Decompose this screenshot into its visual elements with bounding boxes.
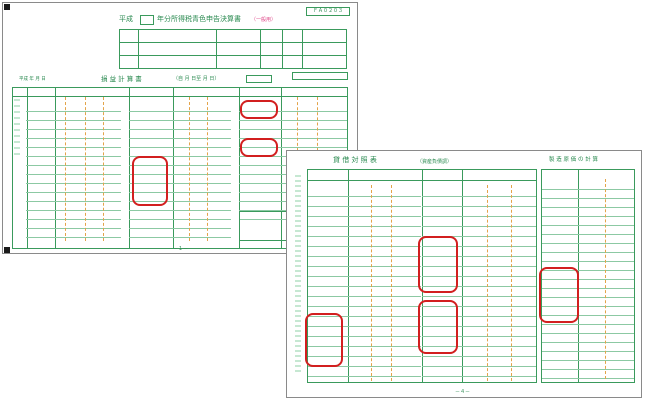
side-label-column (14, 99, 20, 159)
header-info-table (119, 29, 347, 69)
highlight-box (539, 267, 579, 323)
income-statement-period: （自 月 日至 月 日） (173, 76, 220, 82)
side-note-column (295, 175, 301, 375)
sheet1-title-prefix: 平成 (119, 15, 133, 23)
registration-mark (4, 247, 10, 253)
balance-sheet-sheet: 貸 借 対 照 表 （資産負債調） 製 造 原 価 の 計 算 －４－ (286, 150, 642, 398)
cost-calc-title: 製 造 原 価 の 計 算 (549, 157, 598, 163)
year-box[interactable] (140, 15, 154, 25)
field-box[interactable] (246, 75, 272, 83)
field-box[interactable] (292, 72, 348, 80)
left-rows (26, 103, 121, 243)
cost-rows (542, 181, 634, 381)
balance-rows-left (308, 187, 421, 381)
highlight-box (132, 156, 168, 206)
balance-rows-right (422, 187, 536, 381)
sheet1-title-main: 年分所得税青色申告決算書 (157, 15, 241, 23)
highlight-box (305, 313, 343, 367)
highlight-box (240, 138, 278, 157)
highlight-box (418, 300, 458, 354)
income-statement-title: 損 益 計 算 書 (101, 75, 142, 83)
middle-rows (129, 103, 231, 243)
form-code: ＦＡ０２０３ (306, 7, 350, 16)
highlight-box (240, 100, 278, 119)
sheet1-page-number: －１－ (173, 246, 189, 252)
registration-mark (4, 4, 10, 10)
balance-sheet-subtitle: （資産負債調） (417, 159, 453, 165)
income-statement-sheet: 平成 年分所得税青色申告決算書 （一般用） ＦＡ０２０３ 平成 年 月 日 損 … (2, 2, 358, 254)
sheet1-title-suffix: （一般用） (251, 17, 277, 23)
highlight-box (418, 236, 458, 293)
sheet2-page-number: －４－ (455, 389, 471, 395)
balance-sheet-title: 貸 借 対 照 表 (333, 156, 377, 164)
sheet1-date-label: 平成 年 月 日 (19, 77, 46, 82)
